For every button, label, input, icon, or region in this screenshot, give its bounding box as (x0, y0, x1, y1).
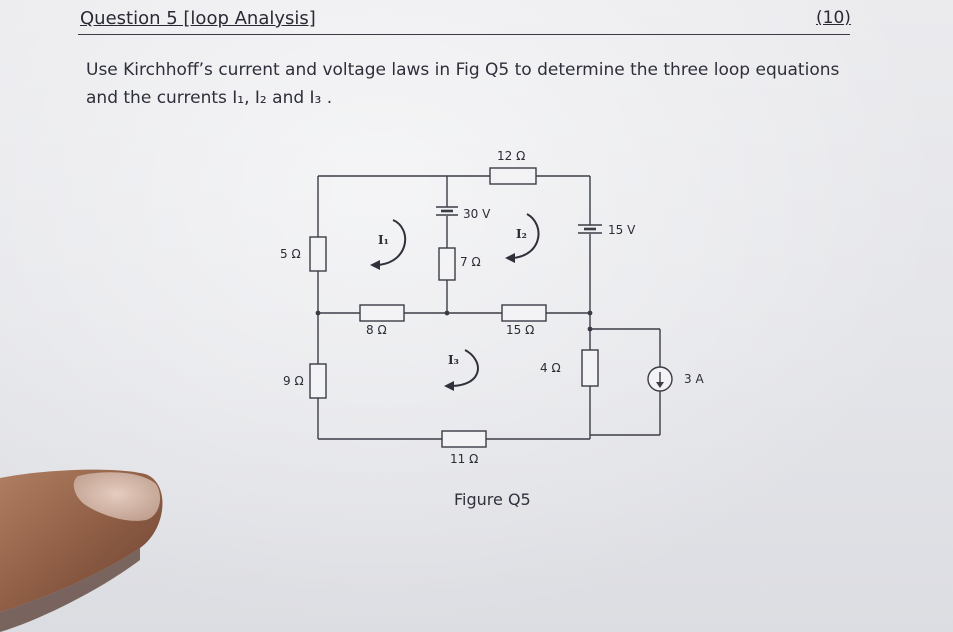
battery-15v (578, 224, 602, 234)
resistor-4-ohm (581, 349, 599, 387)
label-15v: 15 V (608, 223, 636, 237)
loop-label-i3: I₃ (448, 353, 459, 367)
loop-arrow-i3-icon (451, 349, 479, 387)
resistor-7-ohm (438, 247, 456, 281)
label-7-ohm: 7 Ω (460, 255, 481, 269)
label-5-ohm: 5 Ω (280, 247, 301, 261)
label-9-ohm: 9 Ω (283, 374, 304, 388)
label-8-ohm: 8 Ω (366, 323, 387, 337)
loop-label-i2: I₂ (516, 227, 527, 241)
question-title: Question 5 [loop Analysis] (80, 8, 316, 29)
battery-30v (436, 206, 458, 216)
header-underline (78, 34, 850, 35)
loop-arrow-i1-icon (377, 219, 407, 266)
resistor-8-ohm (359, 304, 405, 322)
label-4-ohm: 4 Ω (540, 361, 561, 375)
question-marks: (10) (816, 8, 851, 28)
circuit-diagram: 12 Ω 5 Ω 7 Ω 8 Ω 15 Ω 9 Ω 4 Ω 11 Ω 30 V … (280, 149, 704, 466)
label-15-ohm: 15 Ω (506, 323, 534, 337)
question-text: Use Kirchhoff’s current and voltage laws… (86, 60, 840, 108)
resistor-11-ohm (441, 430, 487, 448)
current-source-icon (647, 366, 673, 392)
label-3a: 3 A (684, 372, 704, 386)
loop-arrow-i2-icon (512, 213, 540, 259)
label-11-ohm: 11 Ω (450, 452, 478, 466)
resistor-15-ohm (501, 304, 547, 322)
label-12-ohm: 12 Ω (497, 149, 525, 163)
label-30v: 30 V (463, 207, 491, 221)
figure-caption: Figure Q5 (454, 490, 531, 509)
resistor-5-ohm (309, 236, 327, 272)
resistor-9-ohm (309, 363, 327, 399)
loop-label-i1: I₁ (378, 233, 389, 247)
resistor-12-ohm (489, 167, 537, 185)
